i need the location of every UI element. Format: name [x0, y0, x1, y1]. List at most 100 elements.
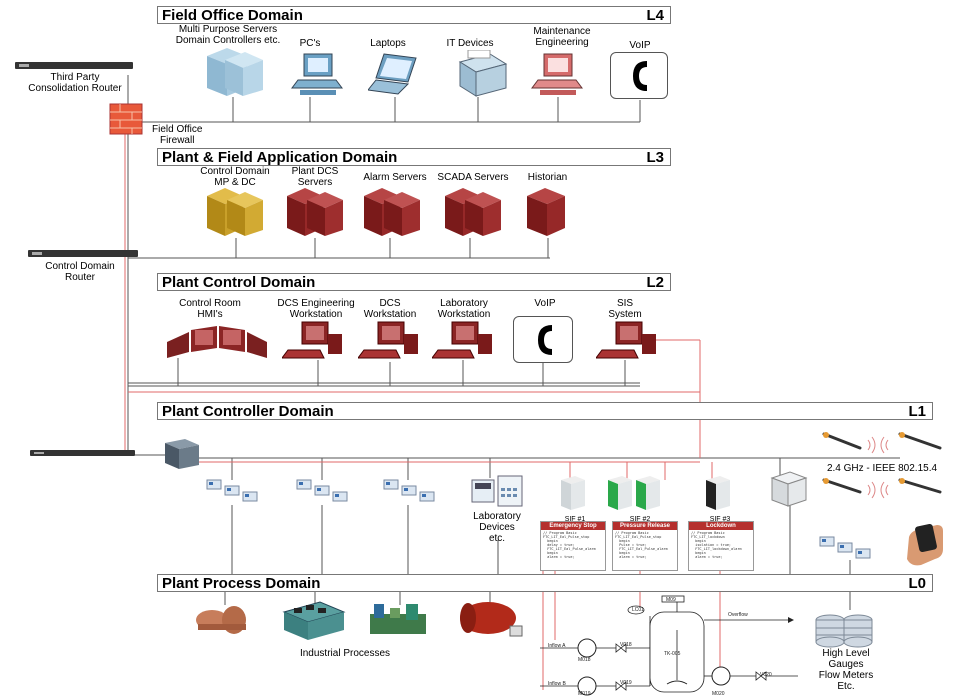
m019-label: M019: [578, 691, 591, 697]
l2-voip-label: VoIP: [534, 298, 556, 309]
domain-l4-level: L4: [646, 7, 664, 24]
sif3-label: SIF #3: [709, 516, 731, 523]
l3-alarm-label: Alarm Servers: [363, 172, 427, 183]
l4-servers-label: Multi Purpose Servers Domain Controllers…: [175, 24, 281, 46]
sif2-code: // Program Basic FTC_LIT_Eal_Pulse_stop …: [615, 531, 668, 559]
domain-l0-title: Plant Process Domain: [162, 575, 321, 592]
domain-l3-level: L3: [646, 149, 664, 166]
process-plant-icon: [370, 604, 426, 634]
tk005-label: TK-005: [664, 651, 681, 657]
sif1-logic-panel: Emergency Stop // Program Basic FTC_LIT_…: [540, 521, 606, 571]
v018-label: V018: [620, 642, 632, 648]
l2-dcs-ws-label: DCS Workstation: [363, 298, 417, 320]
workstation-icon: [358, 321, 418, 359]
domain-l1-level: L1: [908, 403, 926, 420]
firewall-label: Field Office Firewall: [152, 124, 203, 146]
l1-router-icon: [30, 450, 135, 456]
l3-scada-label: SCADA Servers: [437, 172, 509, 183]
wireless-sensors-icon: [822, 432, 942, 494]
sif-controller-icon: [608, 476, 660, 510]
l2-dcs-eng-label: DCS Engineering Workstation: [277, 298, 355, 320]
laptop-icon: [368, 53, 417, 95]
domain-l3-title: Plant & Field Application Domain: [162, 149, 398, 166]
domain-l1-title: Plant Controller Domain: [162, 403, 334, 420]
wireless-gateway-icon: [770, 471, 808, 507]
firewall-icon: [109, 103, 143, 135]
inflow-a-label: Inflow A: [548, 643, 566, 649]
domain-l2-bar: Plant Control Domain L2: [157, 273, 671, 291]
inflow-b-label: Inflow B: [548, 681, 566, 687]
red-server-icon: [364, 188, 420, 236]
workstation-icon: [432, 321, 492, 359]
l3-historian-label: Historian: [527, 172, 568, 183]
domain-l1-bar: Plant Controller Domain L1: [157, 402, 933, 420]
l3-plant-dcs-label: Plant DCS Servers: [291, 166, 339, 188]
io-module-group-icon: [819, 536, 871, 559]
domain-l4-title: Field Office Domain: [162, 7, 303, 24]
red-server-icon: [527, 188, 565, 236]
domain-l3-bar: Plant & Field Application Domain L3: [157, 148, 671, 166]
sif2-label: SIF #2: [629, 516, 651, 523]
process-pid-diagram: [540, 595, 798, 696]
l2-sis-label: SIS System: [608, 298, 642, 320]
lab-devices-label: Laboratory Devices etc.: [473, 511, 521, 544]
domain-l0-level: L0: [908, 575, 926, 592]
l3-control-domain-label: Control Domain MP & DC: [200, 166, 270, 188]
industrial-processes-label: Industrial Processes: [299, 648, 391, 659]
control-domain-router-icon: [28, 250, 138, 257]
v019-label: V019: [620, 680, 632, 686]
server-tower-icon: [207, 48, 263, 96]
sif-controller-icon: [706, 476, 730, 510]
gold-server-icon: [207, 188, 263, 236]
l4-laptops-label: Laptops: [370, 38, 406, 49]
pc-icon: [291, 53, 343, 95]
tank-vessel-icon: [460, 602, 523, 637]
printer-icon: [458, 50, 508, 97]
m018-label: M018: [578, 657, 591, 663]
l4-pcs-label: PC's: [299, 38, 321, 49]
io-module-group-icon: [206, 479, 258, 502]
sif3-logic-panel: Lockdown // Program Basic FTC_LIT_lockdo…: [688, 521, 754, 571]
domain-l2-title: Plant Control Domain: [162, 274, 316, 291]
v020-label: V020: [760, 672, 772, 678]
lc01-label: LC01: [632, 607, 644, 613]
l4-voip-label: VoIP: [629, 40, 651, 51]
voip-phone-icon: [610, 52, 668, 99]
red-server-icon: [287, 188, 343, 236]
l1-switch-icon: [165, 439, 199, 469]
wireless-label: 2.4 GHz - IEEE 802.15.4: [826, 463, 938, 474]
l4-maintenance-label: Maintenance Engineering: [533, 26, 591, 48]
lab-devices-icon: [471, 475, 523, 507]
overflow-label: Overflow: [728, 612, 748, 618]
sif1-label: SIF #1: [564, 516, 586, 523]
gauges-flow-meters-icon: [815, 614, 873, 648]
third-party-router-icon: [15, 62, 133, 69]
motor-icon: [196, 606, 246, 634]
io-module-group-icon: [383, 479, 435, 502]
voip-phone-icon: [513, 316, 573, 363]
process-machine-icon: [282, 601, 346, 640]
sif1-code: // Program Basic FTC_LIT_Eal_Pulse_stop …: [543, 531, 596, 559]
m020-label: M020: [712, 691, 725, 697]
workstation-icon: [282, 321, 342, 359]
sif2-logic-panel: Pressure Release // Program Basic FTC_LI…: [612, 521, 678, 571]
workstation-icon: [531, 53, 583, 95]
sif3-code: // Program Basic FTC_LIT_lockdown begin …: [691, 531, 742, 559]
gauges-label: High Level Gauges Flow Meters Etc.: [818, 648, 874, 692]
handheld-device-icon: [907, 523, 943, 566]
l2-hmi-label: Control Room HMI's: [179, 298, 241, 320]
domain-l0-bar: Plant Process Domain L0: [157, 574, 933, 592]
workstation-icon: [596, 321, 656, 359]
sif3-header: Lockdown: [689, 522, 753, 530]
sif-controller-icon: [561, 476, 585, 510]
l4-it-devices-label: IT Devices: [446, 38, 494, 49]
sif1-header: Emergency Stop: [541, 522, 605, 530]
l2-lab-ws-label: Laboratory Workstation: [437, 298, 491, 320]
hmi-console-icon: [167, 326, 267, 358]
m09-label: M09: [666, 597, 676, 603]
io-module-group-icon: [296, 479, 348, 502]
third-party-router-label: Third Party Consolidation Router: [28, 72, 122, 94]
domain-l2-level: L2: [646, 274, 664, 291]
red-server-icon: [445, 188, 501, 236]
